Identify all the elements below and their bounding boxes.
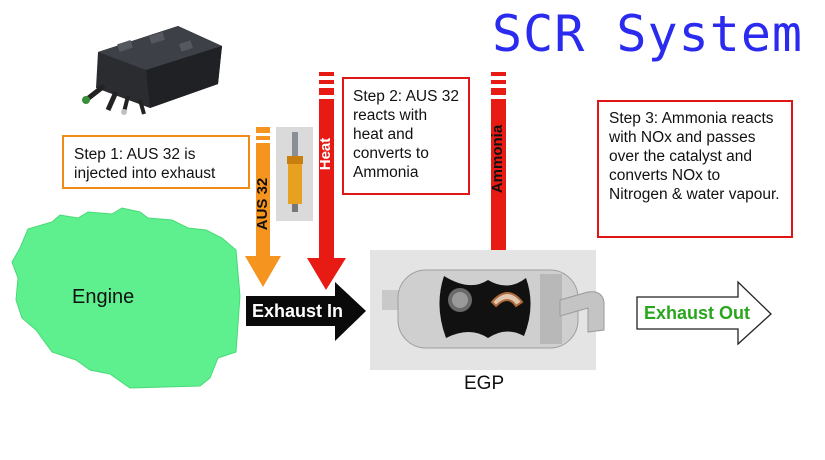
step1-text: Step 1: AUS 32 is injected into exhaust xyxy=(74,146,216,182)
exhaust-in-arrow xyxy=(246,282,366,341)
heat-arrow xyxy=(307,72,346,290)
step2-box: Step 2: AUS 32 reacts with heat and conv… xyxy=(342,77,470,195)
exhaust-out-arrow xyxy=(636,280,772,346)
egp-image xyxy=(370,250,605,370)
diagram-title: SCR System xyxy=(492,5,804,63)
ammonia-arrow-label: Ammonia xyxy=(489,124,506,194)
aus32-arrow-label: AUS 32 xyxy=(254,177,271,231)
injector-image xyxy=(276,127,313,221)
step1-box: Step 1: AUS 32 is injected into exhaust xyxy=(62,135,250,189)
step3-box: Step 3: Ammonia reacts with NOx and pass… xyxy=(597,100,793,238)
heat-arrow-label: Heat xyxy=(317,137,334,171)
step3-text: Step 3: Ammonia reacts with NOx and pass… xyxy=(609,110,780,203)
step2-text: Step 2: AUS 32 reacts with heat and conv… xyxy=(353,88,459,181)
dosing-unit-image xyxy=(82,26,222,115)
exhaust-in-label: Exhaust In xyxy=(252,301,344,321)
engine-label: Engine xyxy=(72,286,135,308)
engine-shape xyxy=(11,207,241,389)
exhaust-out-label: Exhaust Out xyxy=(644,303,751,323)
egp-label: EGP xyxy=(464,373,505,394)
aus32-arrow xyxy=(245,127,281,287)
